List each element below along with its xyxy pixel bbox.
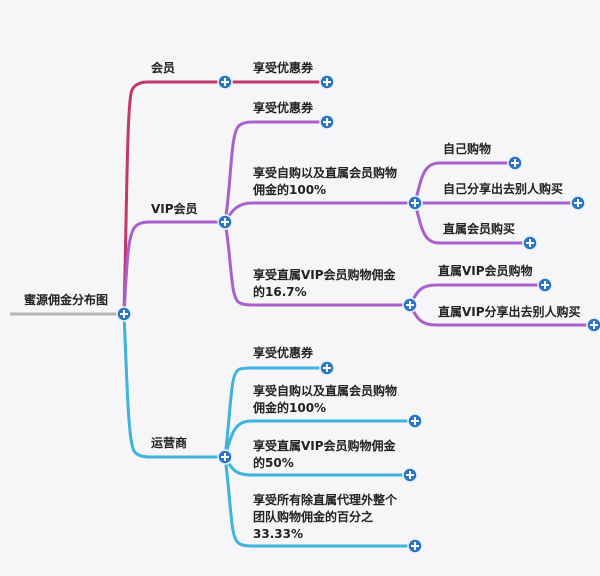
vip-selfbuy-label-2: 佣金的100%	[252, 182, 326, 197]
root-label: 蜜源佣金分布图	[24, 292, 108, 307]
vip-label: VIP会员	[151, 201, 198, 216]
branch-vip-direct	[223, 221, 410, 307]
expand-node-icon[interactable]	[407, 413, 423, 429]
branch-self-purchase	[413, 161, 515, 204]
vip-direct-label-2: 的16.7%	[253, 284, 307, 299]
operator-direct-label-2: 的50%	[253, 455, 294, 470]
direct-member-buy-label: 直属会员购买	[443, 221, 515, 236]
branch-operator-selfbuy	[223, 419, 415, 458]
direct-vip-share-label: 直属VIP分享出去别人购买	[438, 304, 581, 319]
self-share-label: 自己分享出去别人购买	[443, 181, 563, 196]
expand-node-icon[interactable]	[537, 277, 553, 293]
expand-node-icon[interactable]	[570, 195, 586, 211]
expand-node-icon[interactable]	[407, 538, 423, 554]
branch-vip	[122, 220, 225, 315]
expand-node-icon[interactable]	[319, 360, 335, 376]
expand-node-icon[interactable]	[522, 235, 538, 251]
vip-coupon-label: 享受优惠券	[253, 100, 314, 115]
expand-node-icon[interactable]	[217, 449, 233, 465]
expand-node-icon[interactable]	[116, 306, 132, 322]
branch-operator	[122, 313, 225, 459]
branch-vip-selfbuy	[223, 201, 415, 223]
operator-selfbuy-label-2: 佣金的100%	[252, 400, 326, 415]
expand-node-icon[interactable]	[217, 214, 233, 230]
expand-node-icon[interactable]	[402, 467, 418, 483]
branch-direct-vip-buy	[408, 283, 545, 306]
expand-node-icon[interactable]	[217, 74, 233, 90]
direct-vip-buy-label: 直属VIP会员购物	[438, 263, 533, 278]
branch-member	[122, 80, 225, 315]
branch-operator-team	[223, 456, 415, 548]
expand-node-icon[interactable]	[507, 155, 523, 171]
operator-team-label-2: 团队购物佣金的百分之	[253, 509, 373, 524]
operator-selfbuy-label: 享受自购以及直属会员购物	[253, 383, 397, 398]
operator-direct-label: 享受直属VIP会员购物佣金	[253, 438, 397, 453]
expand-node-icon[interactable]	[402, 297, 418, 313]
self-purchase-label: 自己购物	[443, 141, 491, 156]
member-label: 会员	[151, 60, 175, 75]
operator-label: 运营商	[151, 435, 187, 450]
branch-vip-coupon	[223, 120, 327, 223]
operator-team-label: 享受所有除直属代理外整个	[253, 492, 398, 507]
expand-node-icon[interactable]	[319, 74, 335, 90]
operator-coupon-label: 享受优惠券	[253, 345, 314, 360]
expand-node-icon[interactable]	[407, 195, 423, 211]
branch-operator-coupon	[223, 366, 327, 458]
vip-direct-label: 享受直属VIP会员购物佣金	[253, 267, 397, 282]
branch-direct-member-buy	[413, 202, 530, 245]
member-coupon-label: 享受优惠券	[253, 60, 314, 75]
vip-selfbuy-label: 享受自购以及直属会员购物	[253, 165, 397, 180]
expand-node-icon[interactable]	[319, 114, 335, 130]
operator-team-label-3: 33.33%	[253, 527, 303, 541]
expand-node-icon[interactable]	[586, 317, 600, 333]
